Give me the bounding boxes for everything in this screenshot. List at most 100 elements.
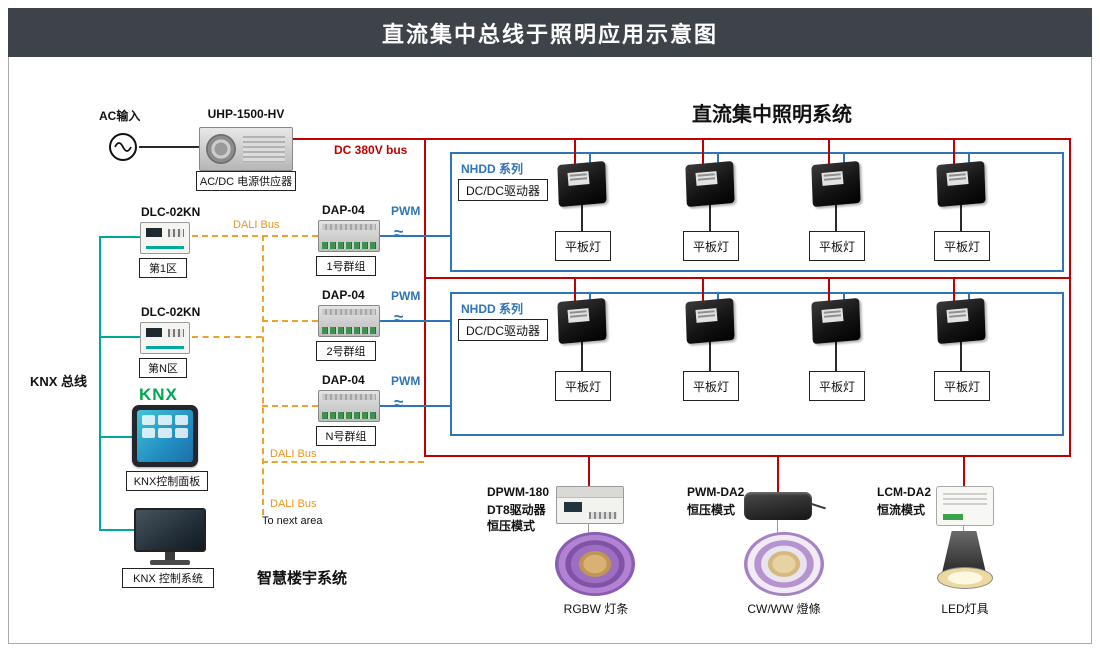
dlc-accent bbox=[146, 346, 184, 349]
panel-light-box: 平板灯 bbox=[934, 231, 990, 261]
lamp-feed-line bbox=[581, 205, 583, 232]
pwm-line bbox=[378, 235, 450, 237]
pwmda2-model-label: PWM-DA2 bbox=[687, 485, 745, 499]
lamp-feed-line bbox=[835, 205, 837, 232]
dpwm-desc-label: 恒压模式 bbox=[487, 519, 536, 533]
dpwm-terminals bbox=[589, 512, 617, 519]
driver-group2-frame bbox=[450, 292, 1064, 436]
group1-series-label: NHDD 系列 bbox=[461, 162, 523, 176]
cwww-strip-coil-image bbox=[744, 532, 824, 596]
dc-bus-label: DC 380V bus bbox=[334, 143, 408, 157]
panel-light-box: 平板灯 bbox=[934, 371, 990, 401]
pwm-line bbox=[378, 405, 450, 407]
dap-vents bbox=[322, 224, 376, 230]
dap-terminals bbox=[322, 327, 376, 334]
dcdc-driver-module bbox=[557, 160, 607, 208]
dc-lighting-system-heading: 直流集中照明系统 bbox=[692, 104, 852, 126]
dpwm-display bbox=[564, 502, 582, 512]
dap2-model-label: DAP-04 bbox=[322, 288, 365, 302]
pwm-signal-icon: ≈ bbox=[394, 309, 404, 328]
knx-bus-line bbox=[99, 336, 140, 338]
dc-drop-line bbox=[828, 139, 830, 164]
dap-terminals bbox=[322, 412, 376, 419]
pwm-signal-icon: ≈ bbox=[394, 224, 404, 243]
dpwm-desc-label: DT8驱动器 bbox=[487, 503, 546, 517]
dap3-model-label: DAP-04 bbox=[322, 373, 365, 387]
dc-drop-line bbox=[702, 278, 704, 301]
monitor-base bbox=[150, 560, 190, 565]
panel-light-box: 平板灯 bbox=[555, 231, 611, 261]
wire-line bbox=[963, 524, 964, 534]
dcdc-driver-module bbox=[936, 297, 986, 345]
dc-drop-line bbox=[953, 139, 955, 164]
dali-bus-label: DALI Bus bbox=[270, 448, 317, 460]
dc-bus-line bbox=[424, 138, 426, 457]
dlc-device-image bbox=[140, 322, 190, 354]
pwm-drop-line bbox=[843, 293, 845, 301]
panel-light-box: 平板灯 bbox=[683, 371, 739, 401]
dcdc-driver-module bbox=[811, 297, 861, 345]
monitor-screen bbox=[134, 508, 206, 552]
knx-bus-label: KNX 总线 bbox=[30, 374, 88, 389]
dlc2-model-label: DLC-02KN bbox=[141, 305, 201, 319]
dc-drop-line bbox=[963, 457, 965, 486]
dlc1-model-label: DLC-02KN bbox=[141, 205, 201, 219]
knx-monitor-image bbox=[134, 508, 206, 566]
dap3-group-box: N号群组 bbox=[316, 426, 376, 446]
wire-line bbox=[777, 520, 778, 534]
driver-label-sticker bbox=[695, 171, 718, 186]
pwm-drop-line bbox=[589, 293, 591, 301]
rgbw-strip-coil-image bbox=[555, 532, 635, 596]
panel-light-box: 平板灯 bbox=[809, 371, 865, 401]
driver-label-sticker bbox=[567, 308, 590, 323]
dc-drop-line bbox=[702, 139, 704, 164]
dlc-display bbox=[146, 328, 162, 337]
psu-vents bbox=[243, 136, 285, 162]
zone1-box: 第1区 bbox=[139, 258, 187, 278]
dap-terminals bbox=[322, 242, 376, 249]
group2-device-box: DC/DC驱动器 bbox=[458, 319, 548, 341]
smart-building-heading: 智慧楼宇系统 bbox=[257, 570, 348, 587]
psu-fan-icon bbox=[206, 134, 236, 164]
dc-drop-line bbox=[574, 278, 576, 301]
pwm-drop-line bbox=[717, 153, 719, 164]
knx-bus-line bbox=[99, 236, 140, 238]
dlc-device-image bbox=[140, 222, 190, 254]
dc-drop-line bbox=[828, 278, 830, 301]
dcdc-driver-module bbox=[811, 160, 861, 208]
knx-logo: KNX bbox=[139, 385, 178, 404]
dap-device-image bbox=[318, 220, 380, 252]
dcdc-driver-module bbox=[936, 160, 986, 208]
knx-panel-app-icons bbox=[142, 415, 188, 457]
knx-bus-line bbox=[99, 529, 134, 531]
rgbw-strip-label: RGBW 灯条 bbox=[563, 602, 629, 616]
pwm2-label: PWM bbox=[391, 289, 421, 303]
knx-panel-caption: KNX控制面板 bbox=[126, 471, 208, 491]
pwm3-label: PWM bbox=[391, 374, 421, 388]
driver-label-sticker bbox=[946, 308, 969, 323]
dc-drop-line bbox=[588, 457, 590, 486]
lcm-accent bbox=[943, 514, 963, 520]
lamp-feed-line bbox=[581, 341, 583, 372]
dc-drop-line bbox=[574, 139, 576, 164]
pwmda2-desc-label: 恒压模式 bbox=[687, 503, 736, 517]
pwm-drop-line bbox=[717, 293, 719, 301]
lcm-model-label: LCM-DA2 bbox=[877, 485, 931, 499]
title-bar: 直流集中总线于照明应用示意图 bbox=[8, 8, 1092, 57]
dali-bus-line bbox=[262, 405, 318, 407]
pwm-drop-line bbox=[968, 153, 970, 164]
knx-bus-line bbox=[99, 236, 101, 531]
psu-model-label: UHP-1500-HV bbox=[207, 107, 285, 121]
pwm-signal-icon: ≈ bbox=[394, 394, 404, 413]
lamp-feed-line bbox=[960, 205, 962, 232]
dc-bus-line bbox=[424, 455, 1071, 457]
lamp-feed-line bbox=[709, 341, 711, 372]
ac-input-label: AC输入 bbox=[99, 109, 141, 123]
dc-bus-line bbox=[1069, 138, 1071, 457]
driver-label-sticker bbox=[946, 171, 969, 186]
knx-panel-image bbox=[132, 405, 198, 467]
dap2-group-box: 2号群组 bbox=[316, 341, 376, 361]
dap-device-image bbox=[318, 390, 380, 422]
dap1-group-box: 1号群组 bbox=[316, 256, 376, 276]
dap1-model-label: DAP-04 bbox=[322, 203, 365, 217]
